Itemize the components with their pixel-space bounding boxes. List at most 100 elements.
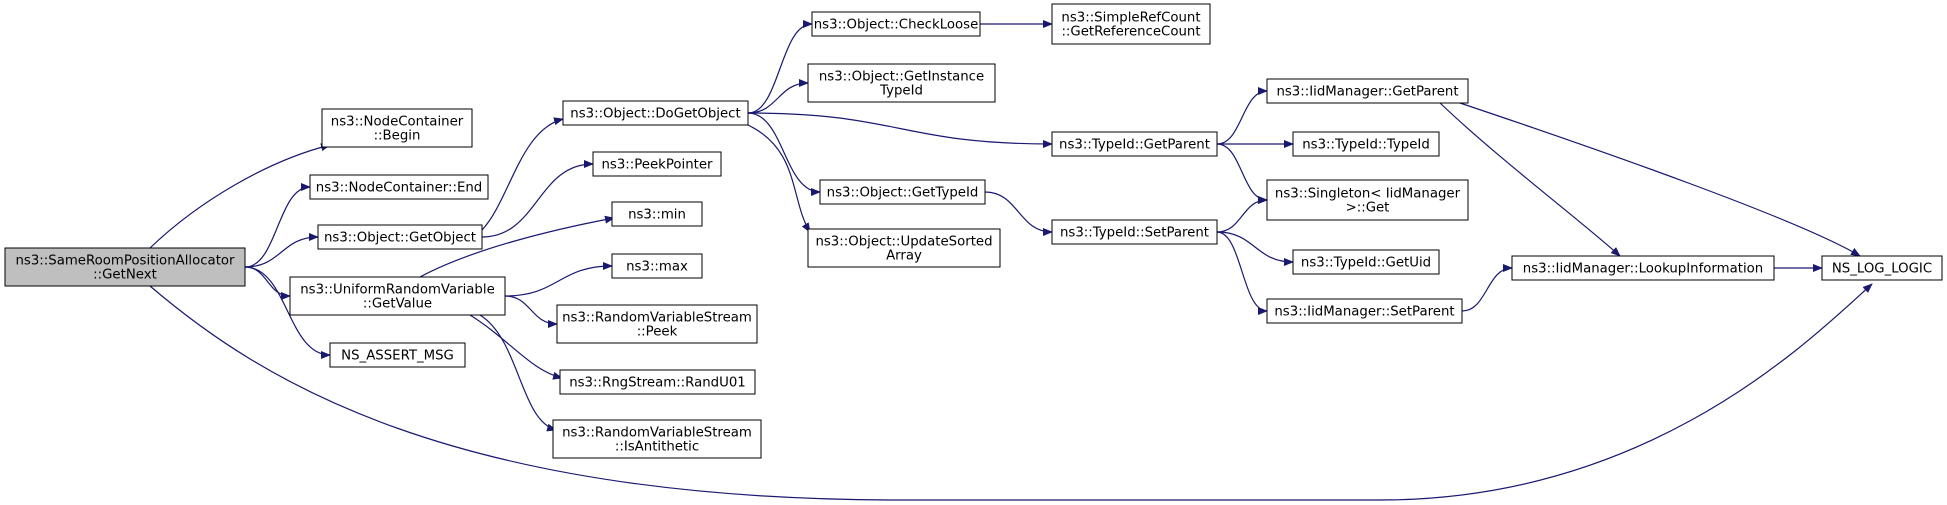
node-box (592, 151, 722, 177)
edge-typeid_setparent-to-singleton_get (1216, 196, 1268, 233)
node-root[interactable]: ns3::SameRoomPositionAllocator::GetNext (4, 247, 246, 287)
node-label: ns3::NodeContainer::End (316, 181, 482, 196)
node-box (1266, 179, 1469, 221)
node-obj-getobject[interactable]: ns3::Object::GetObject (317, 224, 483, 250)
node-label: ns3::min (628, 208, 686, 223)
node-typeid-typeid[interactable]: ns3::TypeId::TypeId (1292, 131, 1440, 157)
edge-obj_dogetobject-to-obj_checkloose (747, 20, 813, 114)
node-obj-gettypeid[interactable]: ns3::Object::GetTypeId (819, 179, 986, 205)
edge-iid_setparent-to-iid_lookup (1461, 264, 1513, 312)
node-label: ns3::IidManager::LookupInformation (1523, 262, 1763, 277)
node-label: >::Get (1346, 201, 1390, 216)
node-label: ns3::TypeId::TypeId (1302, 138, 1430, 153)
node-box (811, 11, 981, 37)
node-label: ns3::PeekPointer (601, 158, 713, 173)
node-label: ns3::SameRoomPositionAllocator (15, 254, 235, 269)
node-label: ns3::Object::UpdateSorted (815, 235, 992, 250)
node-min[interactable]: ns3::min (611, 201, 703, 227)
edge-obj_getobject-to-peekpointer (481, 160, 594, 238)
node-iid-getparent[interactable]: ns3::IidManager::GetParent (1266, 78, 1469, 104)
node-box (329, 342, 466, 368)
node-label: ::GetValue (363, 297, 432, 312)
node-box (1266, 298, 1463, 324)
node-label: ns3::TypeId::GetUid (1301, 256, 1431, 271)
node-box (321, 108, 473, 148)
node-label: NS_LOG_LOGIC (1832, 262, 1932, 277)
node-singleton-get[interactable]: ns3::Singleton< IidManager>::Get (1266, 179, 1469, 221)
edge-iid_getparent-to-iid_lookup (1439, 102, 1621, 257)
node-urv-getvalue[interactable]: ns3::UniformRandomVariable::GetValue (289, 276, 506, 316)
edge-root-to-obj_getobject (244, 233, 319, 268)
node-label: ns3::TypeId::SetParent (1060, 226, 1209, 241)
node-label: ::IsAntithetic (615, 440, 699, 455)
node-label: ::GetReferenceCount (1061, 25, 1200, 40)
node-box (317, 224, 483, 250)
edge-obj_dogetobject-to-obj_updatesorted (747, 124, 811, 233)
edge-obj_gettypeid-to-typeid_setparent (984, 191, 1053, 236)
node-label: ns3::TypeId::GetParent (1059, 138, 1210, 153)
node-box (559, 369, 756, 395)
node-label: ::Peek (637, 325, 678, 340)
node-box (1051, 131, 1218, 157)
node-nc-begin[interactable]: ns3::NodeContainer::Begin (321, 108, 473, 148)
node-iid-setparent[interactable]: ns3::IidManager::SetParent (1266, 298, 1463, 324)
edge-obj_getobject-to-obj_dogetobject (481, 117, 564, 231)
node-nc-end[interactable]: ns3::NodeContainer::End (309, 174, 489, 200)
node-box (309, 174, 489, 200)
edge-obj_dogetobject-to-typeid_getparent (747, 112, 1053, 148)
node-label: ns3::IidManager::GetParent (1276, 85, 1458, 100)
node-label: ns3::RandomVariableStream (562, 426, 752, 441)
node-srefcount[interactable]: ns3::SimpleRefCount::GetReferenceCount (1051, 3, 1211, 45)
node-label: ns3::Object::GetInstance (819, 70, 984, 85)
node-box (1821, 255, 1943, 281)
node-rvs-isanti[interactable]: ns3::RandomVariableStream::IsAntithetic (552, 419, 762, 459)
node-ns-log-logic[interactable]: NS_LOG_LOGIC (1821, 255, 1943, 281)
node-box (1292, 131, 1440, 157)
node-rvs-peek[interactable]: ns3::RandomVariableStream::Peek (556, 304, 758, 344)
node-typeid-setparent[interactable]: ns3::TypeId::SetParent (1051, 219, 1218, 245)
edge-typeid_setparent-to-iid_setparent (1216, 231, 1268, 315)
node-typeid-getparent[interactable]: ns3::TypeId::GetParent (1051, 131, 1218, 157)
edge-urv_getvalue-to-randu01 (469, 314, 563, 380)
edge-typeid_getparent-to-singleton_get (1216, 143, 1268, 204)
edge-obj_dogetobject-to-obj_getinstance (747, 79, 809, 114)
node-box (611, 201, 703, 227)
node-label: ::GetNext (93, 268, 157, 283)
node-iid-lookup[interactable]: ns3::IidManager::LookupInformation (1511, 255, 1775, 281)
node-label: ns3::Object::GetTypeId (827, 186, 979, 201)
node-randu01[interactable]: ns3::RngStream::RandU01 (559, 369, 756, 395)
node-ns-assert[interactable]: NS_ASSERT_MSG (329, 342, 466, 368)
node-label: ns3::Object::DoGetObject (570, 107, 740, 122)
node-max[interactable]: ns3::max (611, 253, 703, 279)
node-box (807, 228, 1001, 268)
edge-obj_dogetobject-to-obj_gettypeid (747, 112, 821, 196)
edge-root-to-nc_end (244, 183, 311, 268)
edge-typeid_setparent-to-typeid_getuid (1216, 231, 1294, 266)
node-box (807, 63, 996, 103)
node-label: ns3::NodeContainer (331, 115, 464, 130)
node-label: ns3::max (626, 260, 688, 275)
node-typeid-getuid[interactable]: ns3::TypeId::GetUid (1292, 249, 1440, 275)
node-box (552, 419, 762, 459)
node-label: ::Begin (374, 129, 421, 144)
edge-root-to-urv_getvalue (244, 266, 291, 300)
edge-typeid_getparent-to-iid_getparent (1216, 87, 1268, 145)
node-label: ns3::UniformRandomVariable (300, 283, 495, 298)
node-box (1292, 249, 1440, 275)
node-label: ns3::Object::GetObject (324, 231, 476, 246)
node-label: ns3::Object::CheckLoose (814, 18, 979, 33)
nodes-layer: ns3::SameRoomPositionAllocator::GetNextn… (4, 3, 1943, 459)
node-label: ns3::RandomVariableStream (562, 311, 752, 326)
node-label: ns3::Singleton< IidManager (1275, 187, 1461, 202)
node-label: ns3::IidManager::SetParent (1274, 305, 1454, 320)
node-label: NS_ASSERT_MSG (341, 349, 454, 364)
node-peekpointer[interactable]: ns3::PeekPointer (592, 151, 722, 177)
node-obj-checkloose[interactable]: ns3::Object::CheckLoose (811, 11, 981, 37)
edge-root-to-ns_assert (244, 266, 331, 359)
node-label: TypeId (879, 84, 923, 99)
node-obj-dogetobject[interactable]: ns3::Object::DoGetObject (562, 100, 749, 126)
node-label: Array (886, 249, 922, 264)
